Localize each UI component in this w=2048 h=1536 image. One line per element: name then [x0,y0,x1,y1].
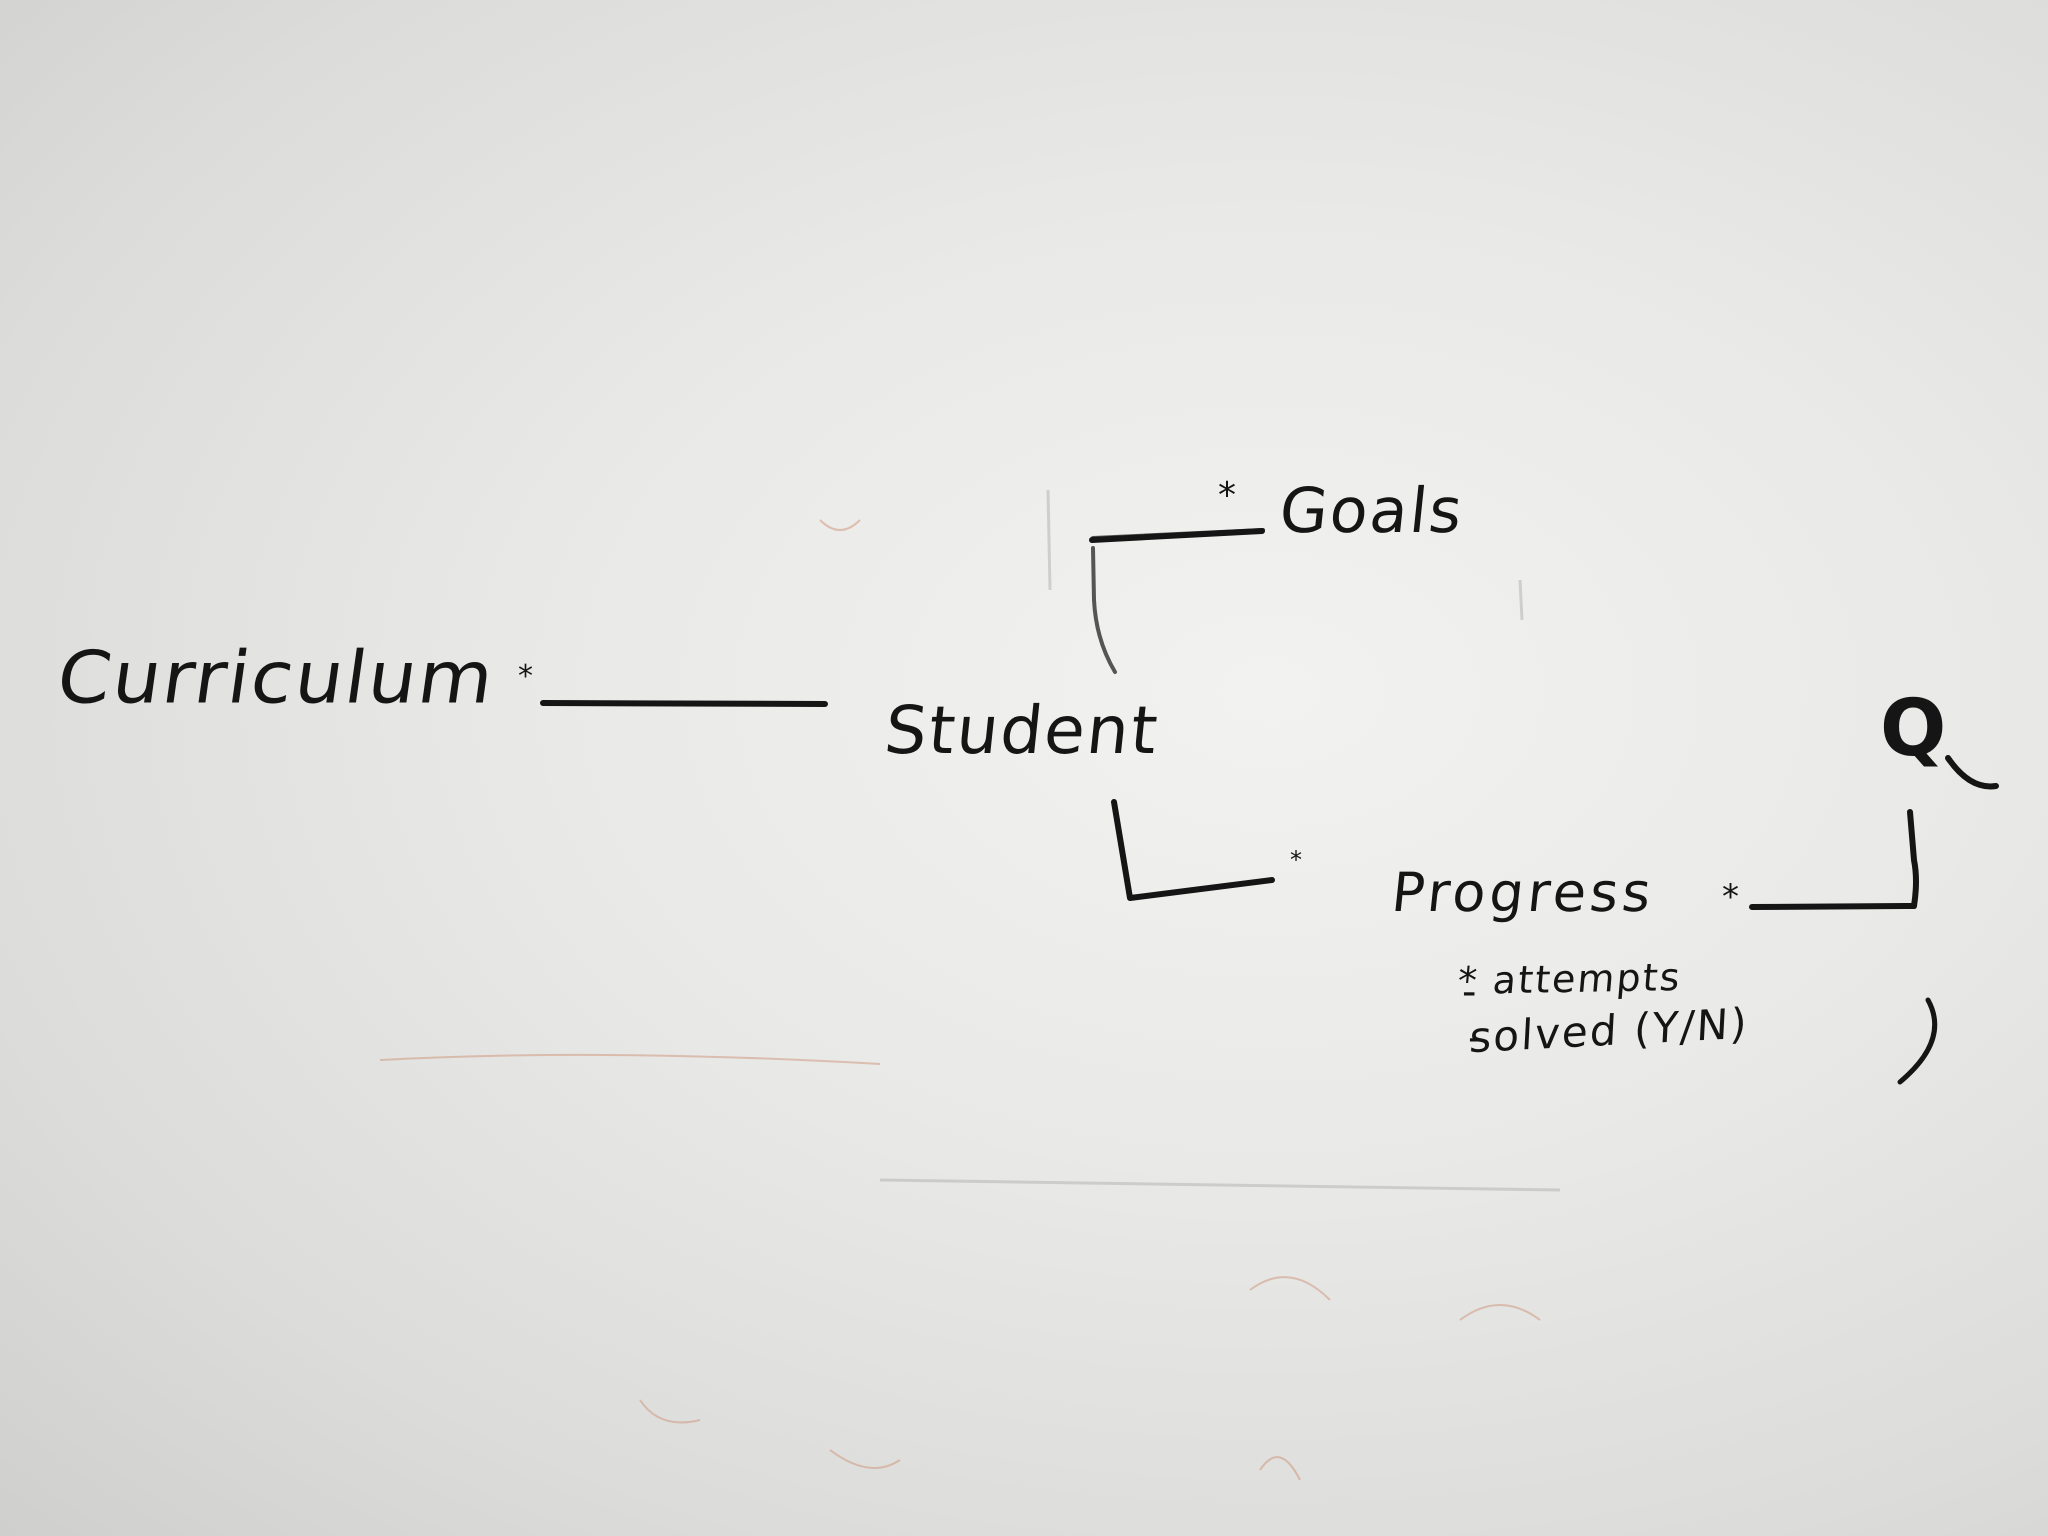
student-goals-line [1091,528,1265,674]
student-progress-line [1111,799,1275,901]
entity-goals: Goals [1276,474,1468,547]
board-smudges [379,519,1541,1481]
curriculum-student-line [540,700,828,707]
entity-progress: Progress [1388,861,1658,924]
progress-q-line [1749,809,1919,910]
attribute-bullet: - [1468,1015,1483,1061]
multiplicity-curriculum: * [518,659,533,694]
attributes-brace [1897,997,1938,1085]
entity-student: Student [881,692,1163,769]
multiplicity-goals: * [1218,475,1236,516]
q-tail [1945,755,1999,790]
student-goals-line-top [1089,528,1265,543]
attribute-attempts: * attempts [1455,955,1684,1003]
entity-q: Q [1880,684,1949,774]
multiplicity-progress-left: * [1290,846,1302,874]
multiplicity-progress-right: * [1722,877,1739,917]
faint-ghost-lines [879,489,1561,1192]
attribute-bullet: - [1462,969,1477,1015]
entity-curriculum: Curriculum [52,635,501,720]
